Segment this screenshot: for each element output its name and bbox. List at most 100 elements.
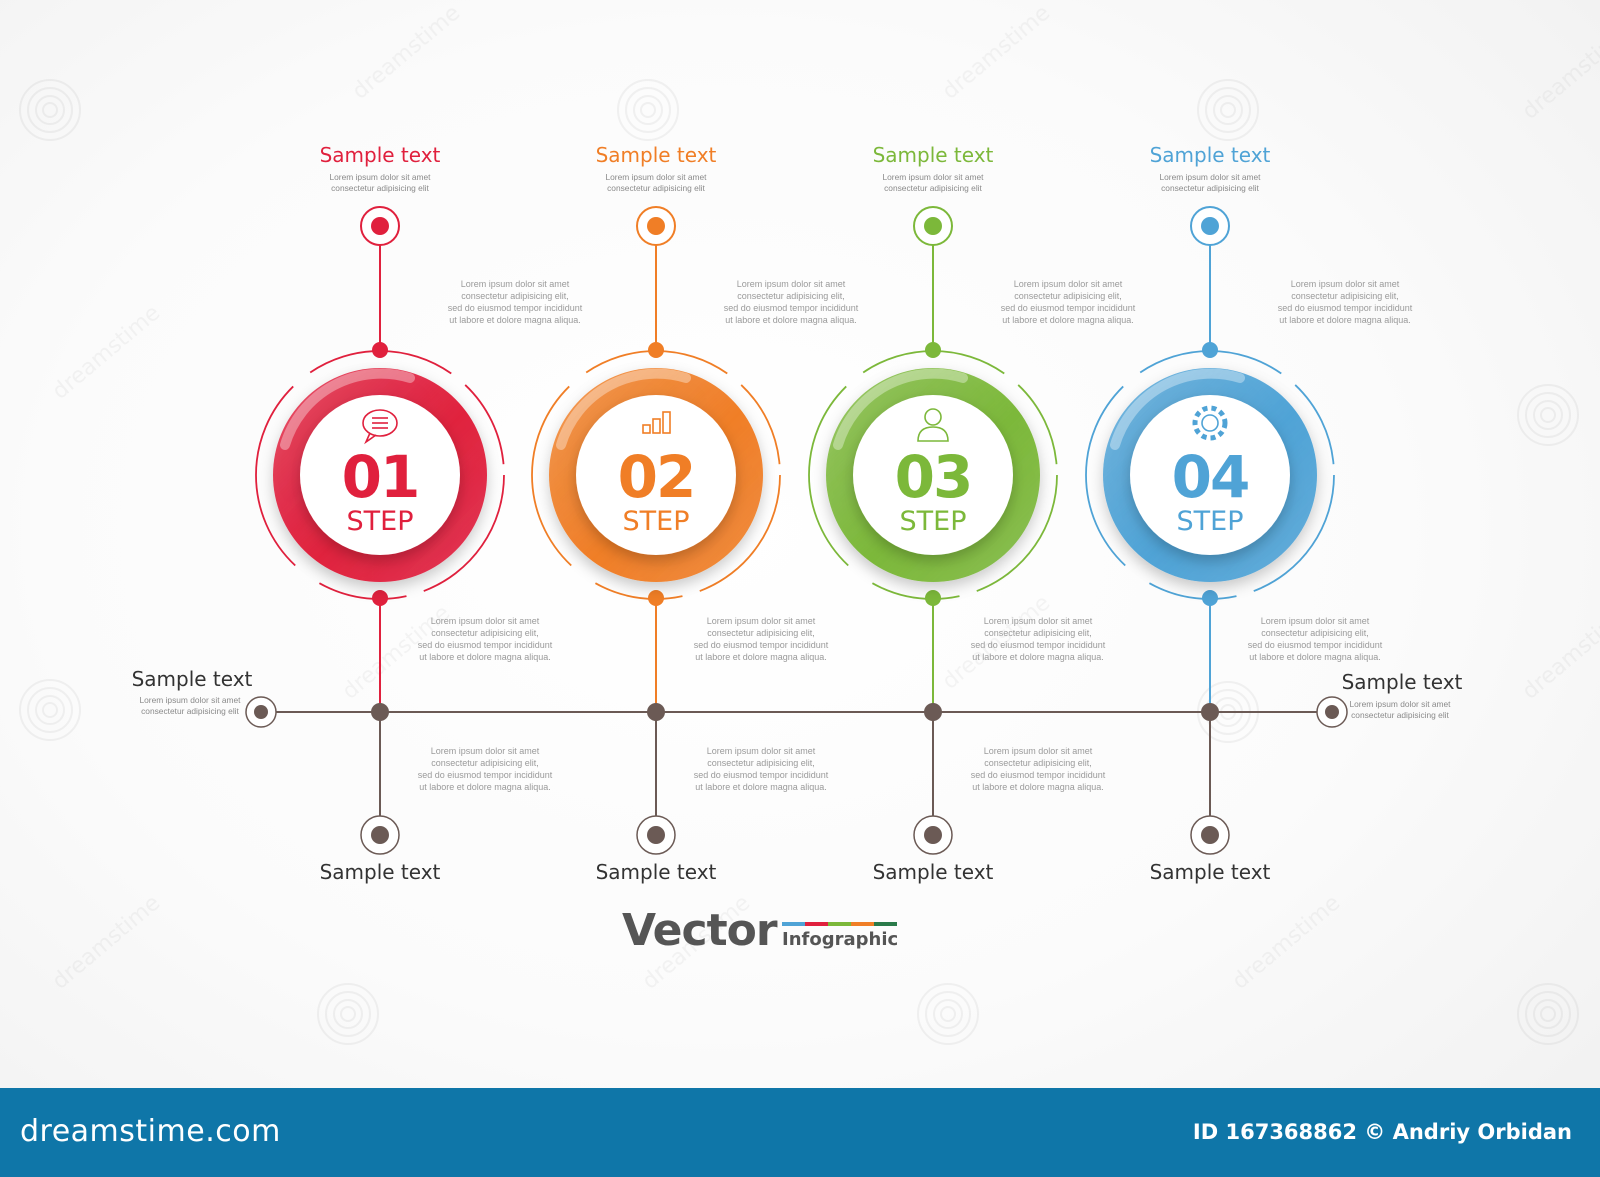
step-bottom-marker-dot bbox=[647, 826, 665, 844]
watermark-swirl bbox=[333, 999, 363, 1029]
watermark-swirl bbox=[925, 991, 971, 1037]
step-bottom-title: Sample text bbox=[595, 860, 717, 884]
watermark-text: dreamstime bbox=[48, 301, 165, 405]
step-bottom-marker-dot bbox=[371, 826, 389, 844]
user-icon bbox=[917, 408, 949, 442]
watermark-swirl bbox=[1525, 392, 1571, 438]
step-top-marker-dot bbox=[1201, 217, 1219, 235]
footer-credit: ID 167368862 © Andriy Orbidan bbox=[1192, 1120, 1572, 1144]
watermark-swirl bbox=[1517, 983, 1579, 1045]
watermark-swirl bbox=[617, 79, 679, 141]
step-bottom-joint bbox=[925, 590, 941, 606]
footer-bar: dreamstime.com ID 167368862 © Andriy Orb… bbox=[0, 1088, 1600, 1177]
step-top-title: Sample text bbox=[319, 143, 441, 167]
watermark-swirl bbox=[340, 1006, 356, 1022]
user-body bbox=[917, 426, 949, 442]
watermark-swirl bbox=[640, 102, 656, 118]
watermark-swirl bbox=[325, 991, 371, 1037]
step-number: 01 bbox=[342, 443, 419, 511]
step-outer-arc bbox=[1085, 350, 1335, 600]
step-inner-disc bbox=[576, 395, 736, 555]
step-inner-disc bbox=[1130, 395, 1290, 555]
timeline-left-title: Sample text bbox=[131, 667, 253, 691]
step-low-description: Lorem ipsum dolor sit amet consectetur a… bbox=[1247, 616, 1383, 662]
step-bottom-joint bbox=[648, 590, 664, 606]
step-ring-highlight bbox=[1110, 368, 1245, 450]
step-top-marker-dot bbox=[371, 217, 389, 235]
logo: Vector Infographic bbox=[622, 905, 902, 965]
step-inner-disc bbox=[300, 395, 460, 555]
step-low-description: Lorem ipsum dolor sit amet consectetur a… bbox=[417, 616, 553, 662]
step-mid-description: Lorem ipsum dolor sit amet consectetur a… bbox=[1000, 279, 1136, 325]
step-top-joint bbox=[925, 342, 941, 358]
logo-word: Vector bbox=[622, 905, 778, 956]
step-top-title: Sample text bbox=[595, 143, 717, 167]
watermark-swirl bbox=[1220, 102, 1236, 118]
step-bottom-description: Lorem ipsum dolor sit amet consectetur a… bbox=[417, 746, 553, 792]
step-mid-description: Lorem ipsum dolor sit amet consectetur a… bbox=[447, 279, 583, 325]
step-top-joint bbox=[648, 342, 664, 358]
watermark-swirl bbox=[1517, 384, 1579, 446]
step-top-description: Lorem ipsum dolor sit amet consectetur a… bbox=[329, 172, 431, 193]
watermark-swirl bbox=[917, 983, 979, 1045]
step-label: STEP bbox=[900, 506, 967, 537]
step-number: 02 bbox=[618, 443, 695, 511]
bar-chart-bar bbox=[662, 411, 671, 434]
step-bottom-title: Sample text bbox=[872, 860, 994, 884]
timeline-end-right-dot bbox=[1325, 705, 1339, 719]
step-outer-arc bbox=[531, 350, 781, 600]
step-top-joint bbox=[372, 342, 388, 358]
logo-stripe-segment bbox=[851, 922, 874, 926]
watermark-swirl bbox=[633, 95, 663, 125]
watermark-text: dreamstime bbox=[48, 891, 165, 995]
watermark-text: dreamstime bbox=[1518, 21, 1600, 125]
step-mid-description: Lorem ipsum dolor sit amet consectetur a… bbox=[1277, 279, 1413, 325]
speech-bubble-tail bbox=[364, 432, 377, 445]
watermark-swirl bbox=[35, 95, 65, 125]
bar-chart-bar bbox=[642, 424, 651, 434]
watermark-swirl bbox=[1197, 79, 1259, 141]
step-label: STEP bbox=[1177, 506, 1244, 537]
step-bottom-description: Lorem ipsum dolor sit amet consectetur a… bbox=[693, 746, 829, 792]
watermark-swirl bbox=[42, 702, 58, 718]
step-bottom-title: Sample text bbox=[319, 860, 441, 884]
watermark-swirl bbox=[19, 679, 81, 741]
step-number: 03 bbox=[895, 443, 972, 511]
footer-site: dreamstime.com bbox=[20, 1114, 281, 1149]
step-ring-highlight bbox=[833, 368, 968, 450]
step-top-marker-dot bbox=[647, 217, 665, 235]
watermark-text: dreamstime bbox=[348, 1, 465, 105]
watermark-swirl bbox=[1205, 87, 1251, 133]
step-top-title: Sample text bbox=[1149, 143, 1271, 167]
step-label: STEP bbox=[623, 506, 690, 537]
step-top-description: Lorem ipsum dolor sit amet consectetur a… bbox=[605, 172, 707, 193]
gear-teeth bbox=[1192, 405, 1228, 441]
timeline-right-description: Lorem ipsum dolor sit amet consectetur a… bbox=[1349, 699, 1451, 720]
watermark-swirl bbox=[933, 999, 963, 1029]
logo-stripe-segment bbox=[874, 922, 897, 926]
step-ring-highlight bbox=[280, 368, 415, 450]
logo-subtitle: Infographic bbox=[782, 929, 899, 950]
step-outer-arc bbox=[808, 350, 1058, 600]
step-top-description: Lorem ipsum dolor sit amet consectetur a… bbox=[882, 172, 984, 193]
watermark-swirl bbox=[1540, 1006, 1556, 1022]
step-low-description: Lorem ipsum dolor sit amet consectetur a… bbox=[693, 616, 829, 662]
step-bottom-joint bbox=[1202, 590, 1218, 606]
watermark-text: dreamstime bbox=[1518, 601, 1600, 705]
watermark-swirl bbox=[1533, 999, 1563, 1029]
timeline-right-title: Sample text bbox=[1341, 670, 1463, 694]
step-top-marker-dot bbox=[924, 217, 942, 235]
watermark-swirl bbox=[42, 102, 58, 118]
timeline-end-left-dot bbox=[254, 705, 268, 719]
step-bottom-title: Sample text bbox=[1149, 860, 1271, 884]
watermark-layer: dreamstime dreamstime dreamstime dreamstime… bbox=[19, 1, 1600, 1045]
watermark-swirl bbox=[625, 87, 671, 133]
watermark-text: dreamstime bbox=[1228, 891, 1345, 995]
step-top-description: Lorem ipsum dolor sit amet consectetur a… bbox=[1159, 172, 1261, 193]
logo-stripe bbox=[782, 922, 897, 926]
timeline-left-description: Lorem ipsum dolor sit amet consectetur a… bbox=[139, 695, 241, 716]
